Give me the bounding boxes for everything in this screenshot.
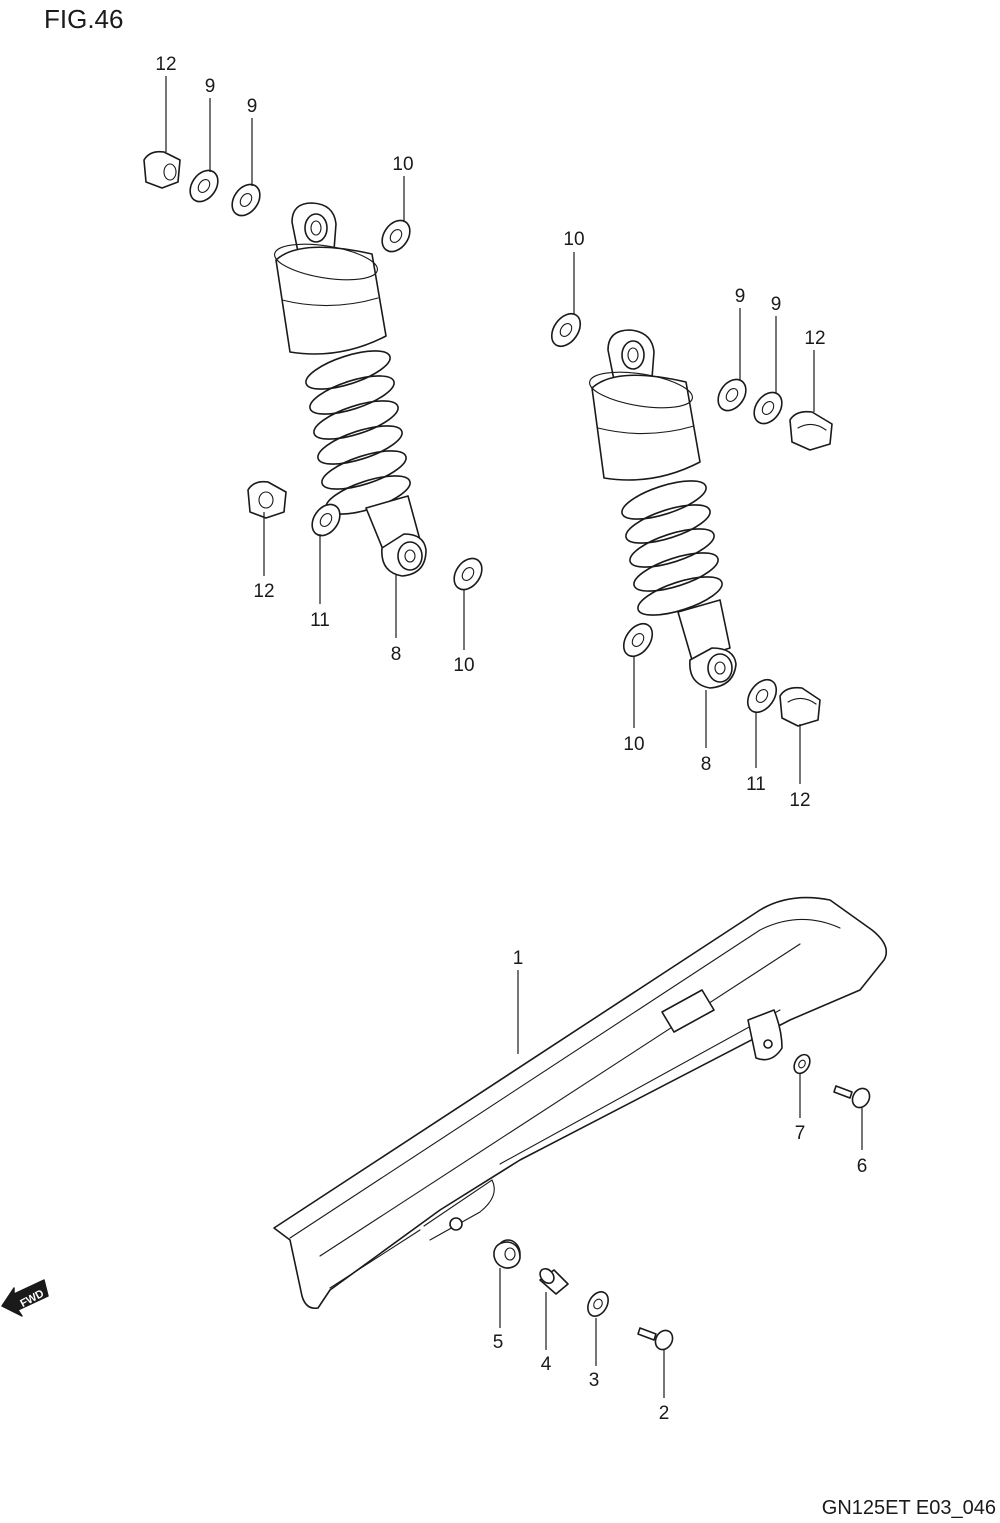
- washer-left-11: [311, 503, 341, 537]
- collar-4: [539, 1267, 569, 1295]
- callout-3: 3: [589, 1370, 600, 1391]
- grommet-5: [493, 1239, 521, 1269]
- callout-9: 9: [247, 96, 258, 117]
- cap-nut-right-top: [789, 410, 833, 451]
- callout-10: 10: [563, 229, 584, 250]
- callout-numbers: 12 9 9 10 10 9 9 12 12 11 8 10 10 8 11 1…: [155, 54, 867, 1424]
- washer-right-top-1: [717, 378, 747, 412]
- washer-right-top-2: [753, 391, 783, 425]
- washer-right-11: [746, 678, 778, 714]
- bolt-2: [637, 1327, 674, 1351]
- callout-2: 2: [659, 1403, 670, 1424]
- cap-nut-right-bottom: [779, 686, 821, 727]
- callout-1: 1: [513, 948, 524, 969]
- callout-12: 12: [155, 54, 176, 75]
- callout-10: 10: [623, 734, 644, 755]
- callout-8: 8: [391, 644, 402, 665]
- chain-case: [273, 896, 888, 1310]
- callout-12: 12: [789, 790, 810, 811]
- drawing-code: GN125ET E03_046: [822, 1497, 996, 1519]
- bolt-6: [833, 1085, 871, 1109]
- washer-left-top-1: [189, 169, 219, 203]
- forward-direction-marker: FWD: [1, 1279, 49, 1317]
- callout-10: 10: [453, 655, 474, 676]
- forward-arrow-icon: [1, 1279, 49, 1317]
- washer-left-lower-10: [453, 557, 483, 591]
- callout-9: 9: [205, 76, 216, 97]
- shock-absorber-left: [274, 202, 427, 577]
- cap-nut-left-top: [143, 150, 181, 189]
- washer-right-lower-10: [622, 622, 654, 658]
- callout-10: 10: [392, 154, 413, 175]
- shock-absorber-right: [589, 329, 737, 689]
- leader-lines: [165, 76, 863, 1398]
- callout-11: 11: [310, 610, 330, 631]
- callout-11: 11: [746, 774, 766, 795]
- callout-9: 9: [771, 294, 782, 315]
- callout-12: 12: [253, 581, 274, 602]
- callout-5: 5: [493, 1332, 504, 1353]
- washer-7: [793, 1053, 811, 1075]
- washer-3: [587, 1291, 609, 1317]
- washer-left-upper-10: [381, 219, 411, 253]
- callout-12: 12: [804, 328, 825, 349]
- figure-title: FIG.46: [44, 4, 123, 34]
- callout-6: 6: [857, 1156, 868, 1177]
- washer-left-top-2: [231, 183, 261, 217]
- washer-right-upper-10: [550, 312, 582, 348]
- cap-nut-left-bottom: [247, 480, 287, 519]
- callout-7: 7: [795, 1123, 806, 1144]
- callout-4: 4: [541, 1354, 552, 1375]
- callout-9: 9: [735, 286, 746, 307]
- callout-8: 8: [701, 754, 712, 775]
